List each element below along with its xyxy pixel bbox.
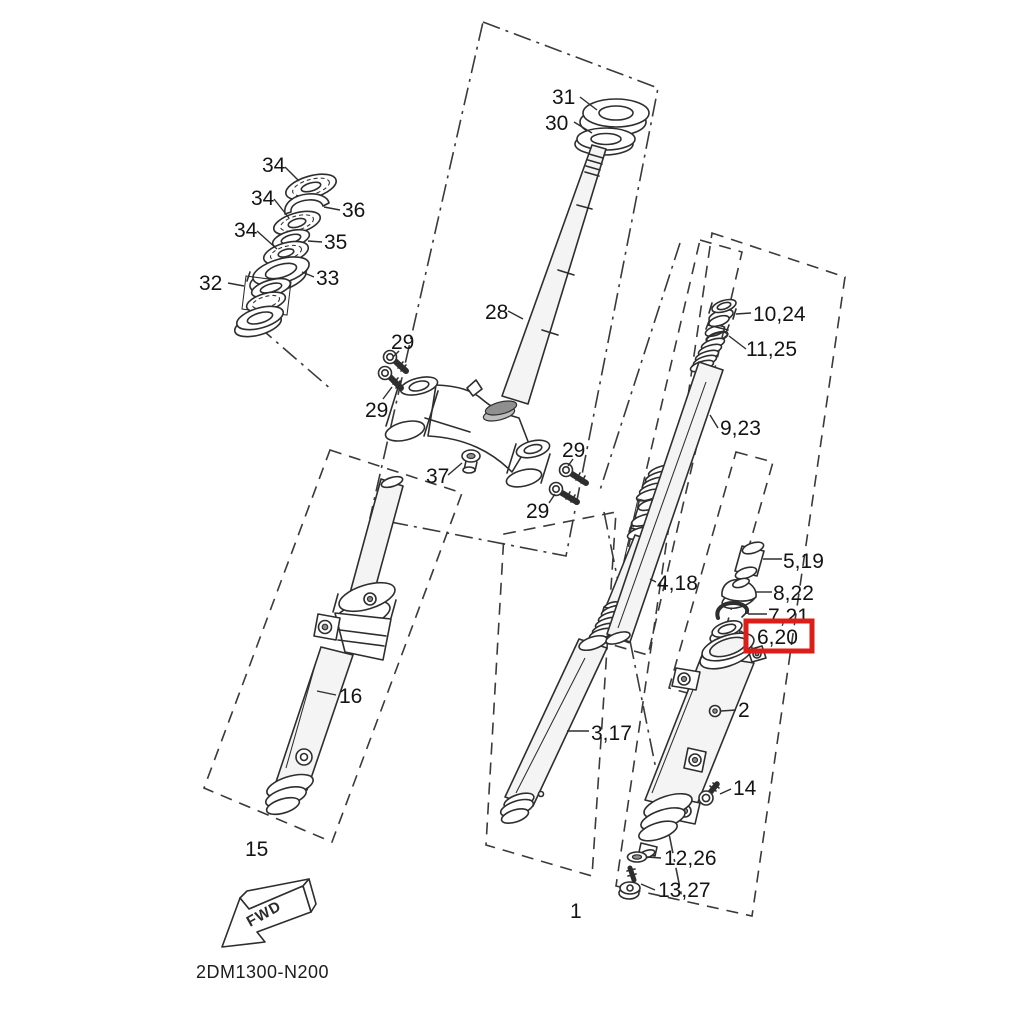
part-label-33: 33 <box>316 267 339 290</box>
washer-12-26 <box>626 851 648 863</box>
bearing-axis-line <box>257 325 333 391</box>
part-label-6-20: 6,20 <box>757 626 798 649</box>
part-label-10-24: 10,24 <box>753 303 806 326</box>
steering-stem-28 <box>501 144 607 405</box>
retaining-clip-7-21 <box>715 601 750 620</box>
part-label-8-22: 8,22 <box>773 582 814 605</box>
bolt-14 <box>698 781 720 806</box>
fork-cap-10-24 <box>704 298 737 338</box>
part-label-13-27: 13,27 <box>658 879 711 902</box>
left-fork-boundary <box>202 449 464 844</box>
part-label-28: 28 <box>485 301 508 324</box>
part-label-2: 2 <box>738 699 750 722</box>
part-label-30: 30 <box>545 112 568 135</box>
seal-spacer-5-19 <box>734 541 765 580</box>
part-label-31: 31 <box>552 86 575 109</box>
right-fork-outer-leg <box>638 632 767 859</box>
part-label-3-17: 3,17 <box>591 722 632 745</box>
part-label-29a: 29 <box>391 331 414 354</box>
part-label-34a: 34 <box>262 154 286 177</box>
part-label-12-26: 12,26 <box>664 847 717 870</box>
center-assembly-boundary <box>369 20 659 557</box>
fork-tube-boundary <box>605 238 743 657</box>
highlight-6-20: 6,20 <box>743 618 815 654</box>
part-label-29c: 29 <box>562 439 585 462</box>
steering-bearing-stack <box>233 173 337 338</box>
part-label-34b: 34 <box>251 187 275 210</box>
lower-triple-clamp <box>377 349 589 505</box>
part-label-35: 35 <box>324 231 347 254</box>
part-label-37: 37 <box>426 465 449 488</box>
clamp-bolt-29-d <box>548 481 580 505</box>
part-label-11-25: 11,25 <box>746 338 797 361</box>
seal-cap-8-22 <box>721 577 757 610</box>
right-fork-boundary <box>615 231 846 917</box>
part-label-1: 1 <box>570 900 582 923</box>
steering-stem-group <box>501 98 650 405</box>
part-label-32: 32 <box>199 272 222 295</box>
fwd-arrow: FWD <box>221 878 317 948</box>
part-label-36: 36 <box>342 199 365 222</box>
part-label-5-19: 5,19 <box>783 550 824 573</box>
drain-bolt-13-27 <box>618 865 641 900</box>
clamp-bolt-29-b <box>377 365 404 391</box>
part-label-9-23: 9,23 <box>720 417 761 440</box>
part-label-16: 16 <box>339 685 362 708</box>
left-outer-leg <box>275 646 354 791</box>
drawing-code: 2DM1300-N200 <box>196 962 329 982</box>
part-label-4-18: 4,18 <box>657 572 698 595</box>
part-label-14: 14 <box>733 777 757 800</box>
fork-centerline-upper <box>599 242 681 491</box>
stem-bearing-race <box>484 400 518 416</box>
left-fork-leg <box>264 475 404 816</box>
part-label-29d: 29 <box>526 500 549 523</box>
part-37-grommet <box>461 449 481 474</box>
inner-tube-3-17 <box>499 634 608 824</box>
part-labels: 31 30 34 34 36 34 35 33 32 28 29 29 29 2… <box>199 86 824 923</box>
part-label-7-21: 7,21 <box>768 605 809 628</box>
part-label-15: 15 <box>245 838 268 861</box>
clamp-bolt-29-a <box>382 349 409 374</box>
bearing-cover-36 <box>284 193 330 215</box>
clamp-bolt-29-c <box>558 462 589 486</box>
part-label-29b: 29 <box>365 399 388 422</box>
fork-tube-9-23 <box>605 361 724 645</box>
highlight-box-6-20 <box>743 618 815 654</box>
part-label-34c: 34 <box>234 219 258 242</box>
